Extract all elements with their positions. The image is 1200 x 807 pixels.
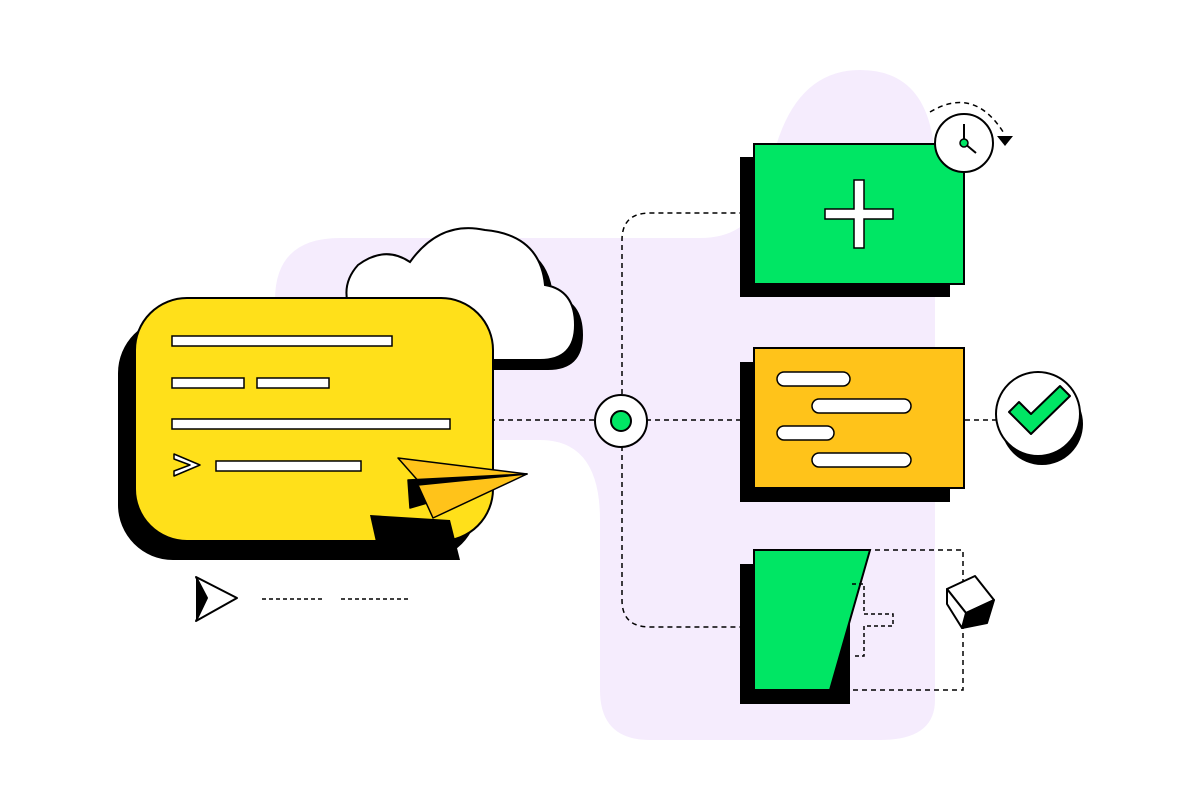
plus-icon — [824, 179, 894, 249]
hub-node-icon — [594, 394, 648, 448]
chat-card — [118, 297, 494, 560]
play-arrow-icon — [195, 576, 238, 622]
list-card — [740, 347, 965, 502]
paper-plane-icon — [397, 457, 528, 519]
text-line — [171, 335, 393, 347]
text-line — [171, 377, 245, 389]
check-icon — [995, 371, 1083, 465]
prompt-chevron-icon — [173, 453, 201, 477]
refresh-arrow-icon — [997, 136, 1013, 146]
list-pill — [776, 371, 851, 387]
text-line — [215, 460, 362, 472]
partial-card — [740, 549, 894, 704]
list-pill — [776, 425, 835, 441]
list-pill — [811, 452, 912, 468]
list-pill — [811, 398, 912, 414]
clock-icon — [934, 113, 994, 173]
cube-icon — [946, 575, 995, 629]
text-line — [171, 418, 451, 430]
add-card — [740, 143, 965, 297]
text-line — [256, 377, 330, 389]
